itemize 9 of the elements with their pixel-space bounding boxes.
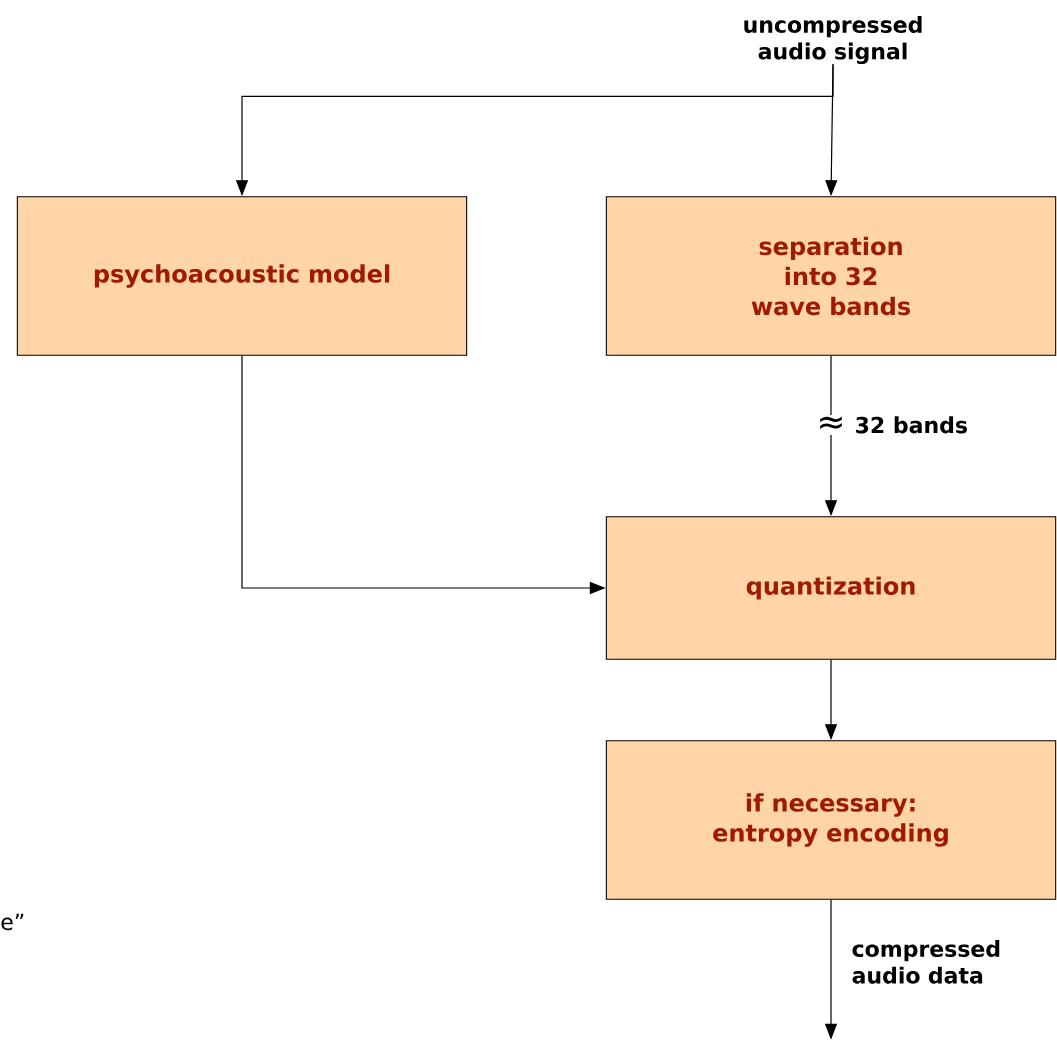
process-box: separation into 32 wave bands bbox=[605, 196, 1057, 356]
input-label: uncompressed audio signal bbox=[744, 15, 922, 65]
process-box: quantization bbox=[605, 516, 1057, 660]
edge-label: compressed audio data bbox=[852, 940, 1000, 984]
break-mark: ≈ bbox=[815, 415, 847, 435]
edge-label: 32 bands bbox=[856, 416, 967, 434]
text-fragment: e” bbox=[1, 913, 24, 931]
process-box: psychoacoustic model bbox=[16, 196, 468, 356]
process-box: if necessary: entropy encoding bbox=[605, 740, 1057, 900]
